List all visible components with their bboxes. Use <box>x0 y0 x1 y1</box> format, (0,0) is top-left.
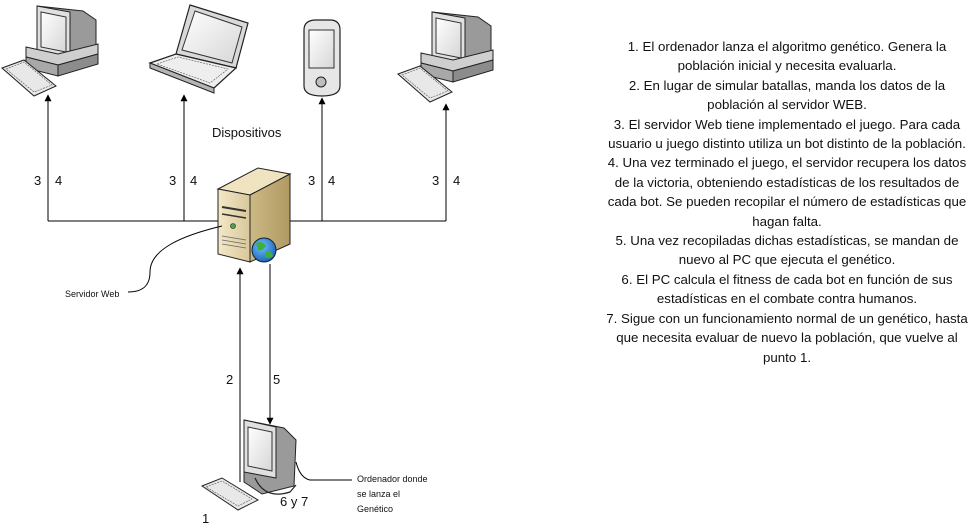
label-3: 3 <box>34 173 41 188</box>
step-4: 4. Una vez terminado el juego, el servid… <box>607 155 967 229</box>
step-2: 2. En lugar de simular batallas, manda l… <box>628 77 946 113</box>
ordenador-label: Ordenador donde se lanza el Genético <box>357 474 430 514</box>
step-6: 6. El PC calcula el fitness de cada bot … <box>621 271 953 307</box>
label-4: 4 <box>453 173 460 188</box>
ordenador-label-line-1: Ordenador donde <box>357 474 428 484</box>
label-3: 3 <box>432 173 439 188</box>
pda-icon <box>303 19 341 97</box>
label-3: 3 <box>308 173 315 188</box>
desktop-pc-icon <box>1 5 99 97</box>
step-5: 5. Una vez recopiladas dichas estadístic… <box>615 233 959 268</box>
laptop-icon <box>148 4 249 94</box>
label-5: 5 <box>273 372 280 387</box>
label-4: 4 <box>55 173 62 188</box>
arrow-number-labels: 3 4 3 4 3 4 3 4 <box>34 173 460 188</box>
servidor-web-label: Servidor Web <box>65 289 119 299</box>
ordenador-label-line-3: Genético <box>357 504 393 514</box>
label-4: 4 <box>190 173 197 188</box>
genetic-pc-icon <box>200 419 297 511</box>
label-6-y-7: 6 y 7 <box>280 494 308 509</box>
label-4: 4 <box>328 173 335 188</box>
server-pc-connections <box>236 264 274 482</box>
servidor-callout-line <box>127 225 223 293</box>
desktop-pc-icon <box>397 11 494 103</box>
steps-text-block: 1. El ordenador lanza el algoritmo genét… <box>604 37 970 367</box>
label-2: 2 <box>226 372 233 387</box>
ordenador-callout-line <box>295 461 352 481</box>
globe-icon <box>251 237 277 263</box>
step-3: 3. El servidor Web tiene implementado el… <box>608 116 966 152</box>
step-7: 7. Sigue con un funcionamiento normal de… <box>606 310 968 365</box>
label-3: 3 <box>169 173 176 188</box>
step-1: 1. El ordenador lanza el algoritmo genét… <box>627 39 947 74</box>
label-1: 1 <box>202 511 209 526</box>
dispositivos-label: Dispositivos <box>212 125 282 140</box>
ordenador-label-line-2: se lanza el <box>357 489 400 499</box>
